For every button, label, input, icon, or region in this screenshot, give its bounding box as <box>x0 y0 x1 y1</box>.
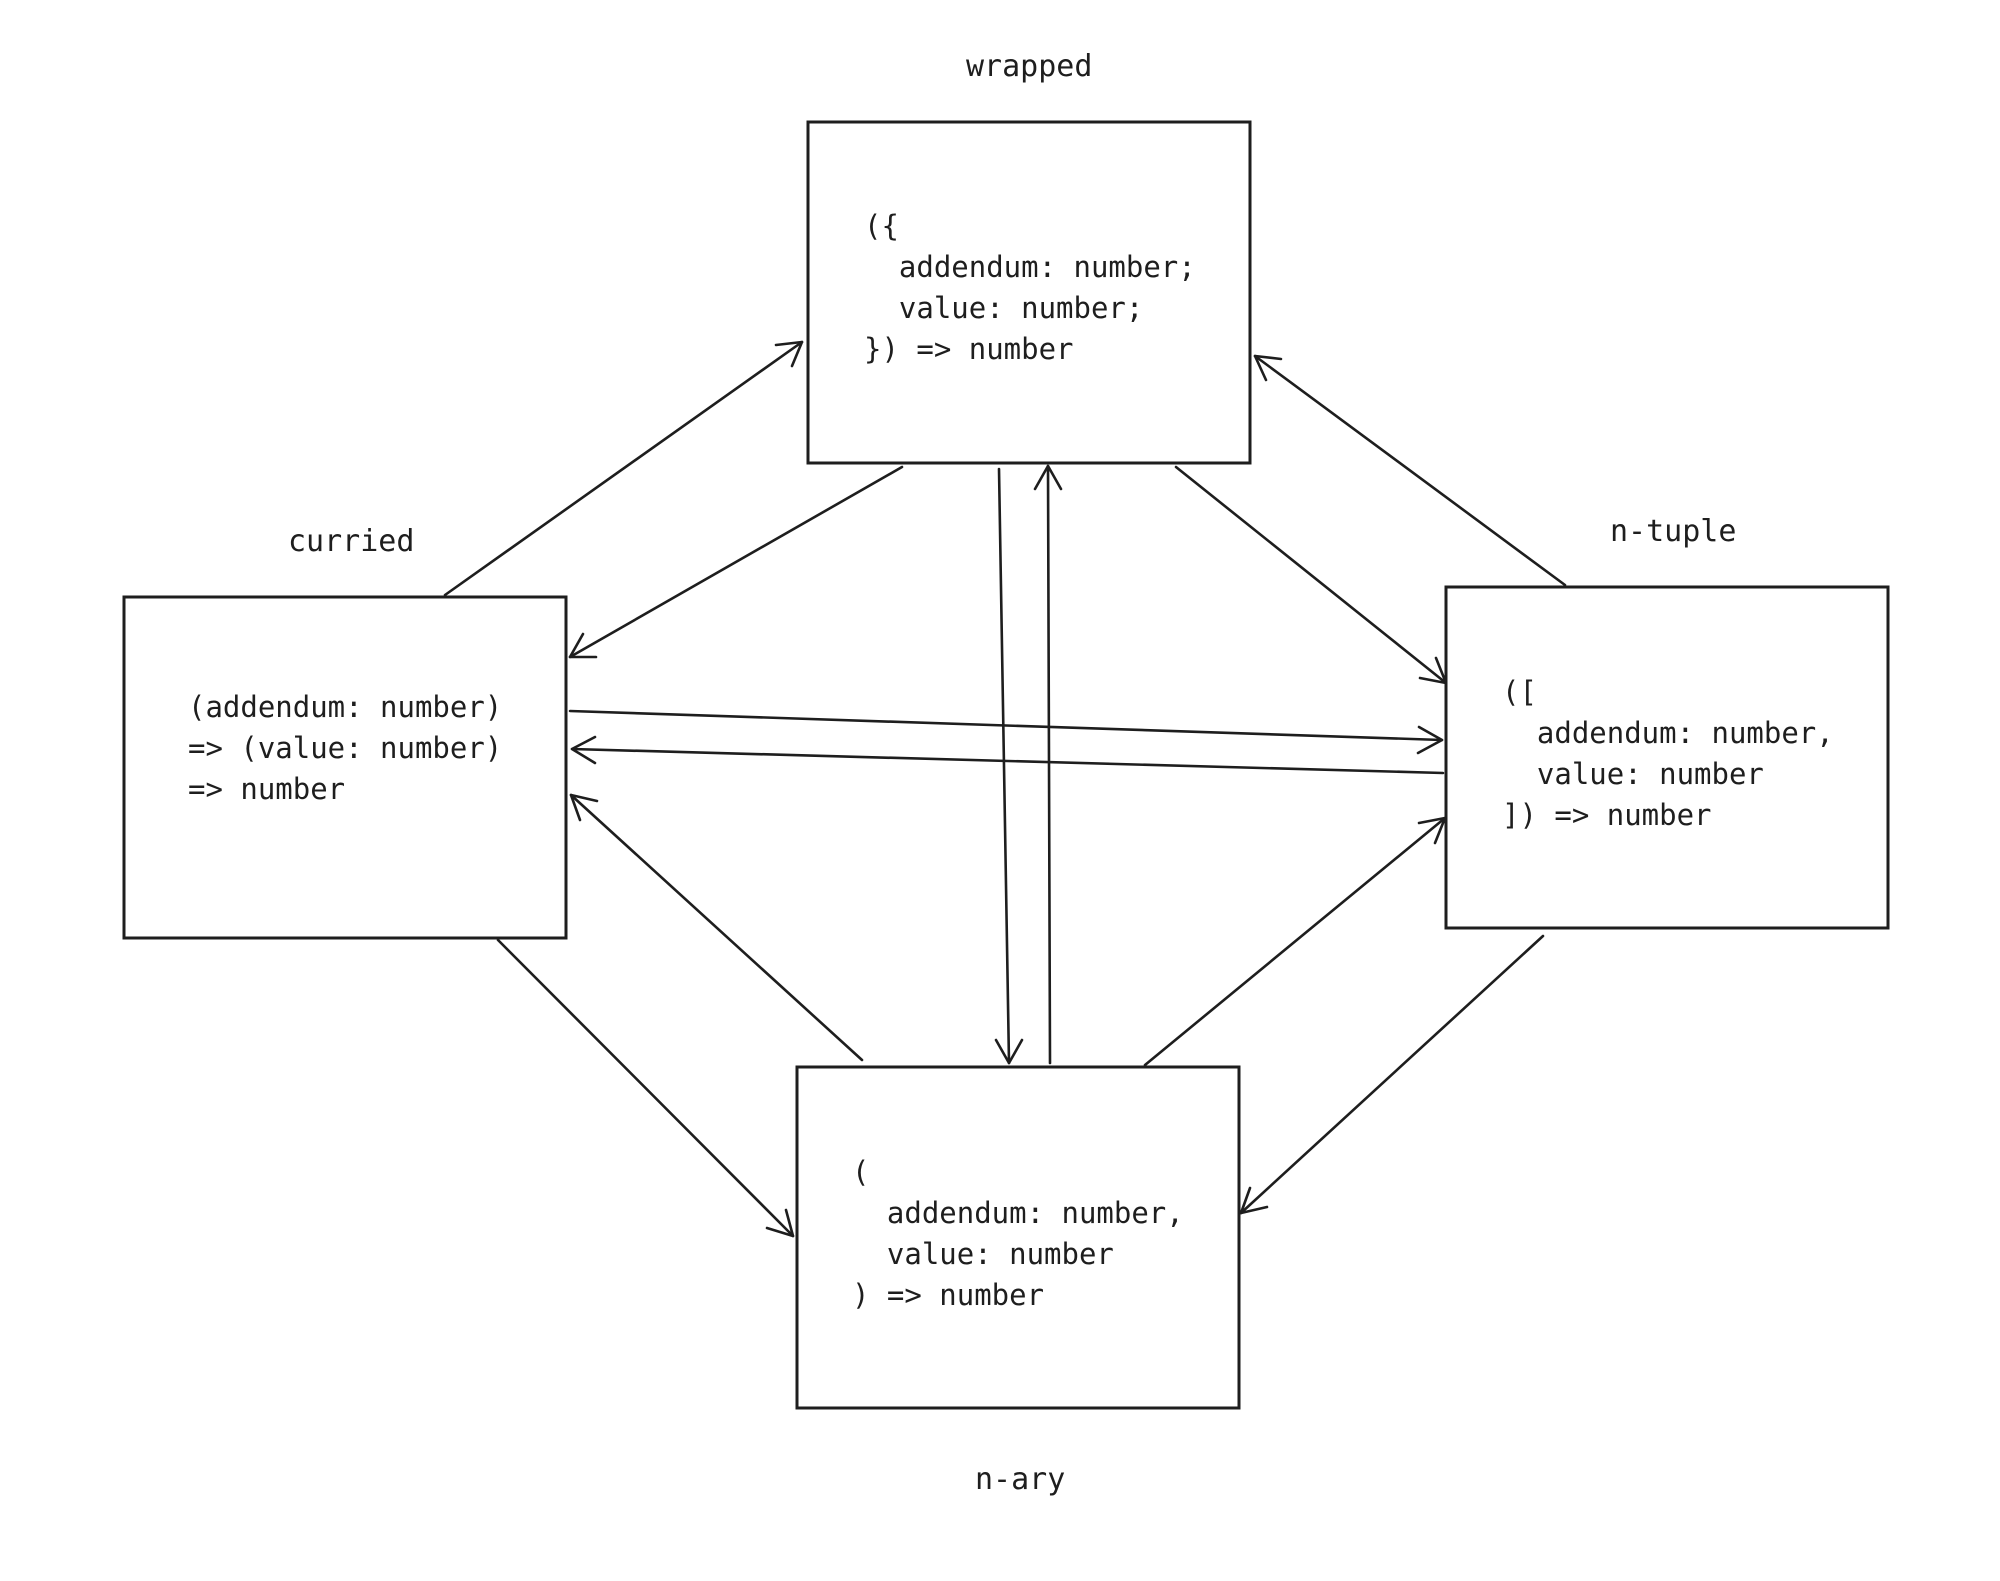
arrow-wrapped-to-n-tuple <box>1174 465 1448 685</box>
n-ary-box[interactable] <box>795 1065 1241 1410</box>
n-ary-title: n-ary <box>975 1462 1066 1497</box>
n-ary-signature: ( addendum: number, value: number ) => n… <box>852 1155 1184 1312</box>
wrapped-signature: ({ addendum: number; value: number; }) =… <box>864 209 1196 366</box>
arrow-curried-to-n-tuple <box>568 709 1444 755</box>
arrow-n-tuple-to-n-ary <box>1239 934 1545 1215</box>
wrapped-title: wrapped <box>966 49 1093 84</box>
arrow-n-tuple-to-curried <box>570 735 1445 775</box>
arrow-wrapped-to-n-ary <box>994 467 1024 1065</box>
arrow-curried-to-wrapped <box>443 340 804 597</box>
arrow-wrapped-to-curried <box>568 465 904 659</box>
arrow-n-tuple-to-wrapped <box>1253 354 1567 587</box>
n-tuple-title: n-tuple <box>1610 514 1737 549</box>
arrow-curried-to-n-ary <box>496 938 795 1238</box>
curried-title: curried <box>288 524 415 559</box>
arrow-n-ary-to-n-tuple <box>1143 816 1447 1067</box>
arrow-n-ary-to-curried <box>569 793 864 1062</box>
wrapped-box[interactable] <box>806 120 1252 465</box>
curried-box[interactable] <box>122 595 568 940</box>
arrow-n-ary-to-wrapped <box>1033 464 1063 1065</box>
curried-signature: (addendum: number) => (value: number) =>… <box>188 690 503 806</box>
n-tuple-signature: ([ addendum: number, value: number ]) =>… <box>1502 675 1834 832</box>
n-tuple-box[interactable] <box>1444 585 1890 930</box>
